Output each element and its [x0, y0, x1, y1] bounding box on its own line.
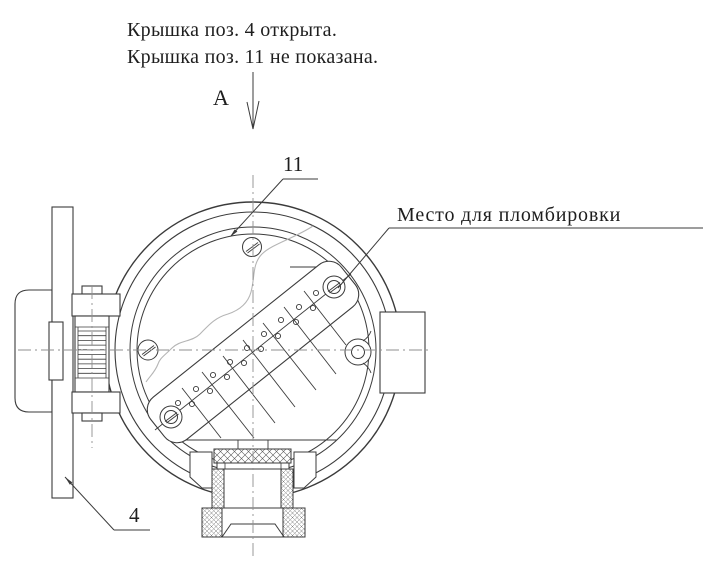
gland-neck-wall-right: [280, 468, 294, 509]
connector-bracket-top: [71, 293, 121, 317]
terminal-block-axis: [154, 273, 352, 431]
seal-callout-leader: [337, 227, 703, 289]
callout-11-arrowhead: [230, 229, 238, 237]
side-cover: [14, 289, 53, 413]
terminal-block-screw-lower: [159, 405, 183, 429]
callout-11-leader: [230, 178, 318, 237]
note-line-1: Крышка поз. 4 открыта.: [127, 19, 337, 41]
seal-callout-label: Место для пломбировки: [397, 204, 621, 226]
view-arrow: [246, 72, 260, 130]
centerlines: [18, 175, 430, 560]
gland-flange-wall-left: [201, 507, 223, 538]
cable-gland: [189, 448, 317, 538]
left-plate-assembly: [14, 206, 121, 499]
callout-4-leader: [64, 476, 150, 531]
note-line-2: Крышка поз. 11 не показана.: [127, 46, 378, 68]
gland-flange-wall-right: [282, 507, 306, 538]
housing-interior: [137, 225, 372, 449]
part-label-11: 11: [283, 152, 303, 176]
mounting-boss-right: [344, 330, 372, 374]
gland-step-right: [293, 451, 317, 489]
terminal-block-screw-upper: [322, 275, 346, 299]
gland-step-left: [189, 451, 213, 489]
texts: Крышка поз. 4 открыта. Крышка поз. 11 не…: [127, 19, 621, 527]
cover-screw-top: [242, 237, 262, 257]
part-label-4: 4: [129, 503, 140, 527]
pipe-boss-right: [379, 311, 426, 394]
terminal-wires: [181, 290, 347, 439]
gland-neck-wall-left: [211, 468, 225, 509]
view-label: А: [213, 85, 229, 110]
gland-neck: [211, 468, 294, 509]
annotations: [64, 72, 703, 531]
connector-bracket-bottom: [71, 391, 121, 414]
wire-break-line: [145, 225, 314, 383]
callout-4-arrowhead: [65, 477, 73, 485]
cover-hinge: [48, 321, 64, 381]
terminal-block: [146, 260, 360, 444]
